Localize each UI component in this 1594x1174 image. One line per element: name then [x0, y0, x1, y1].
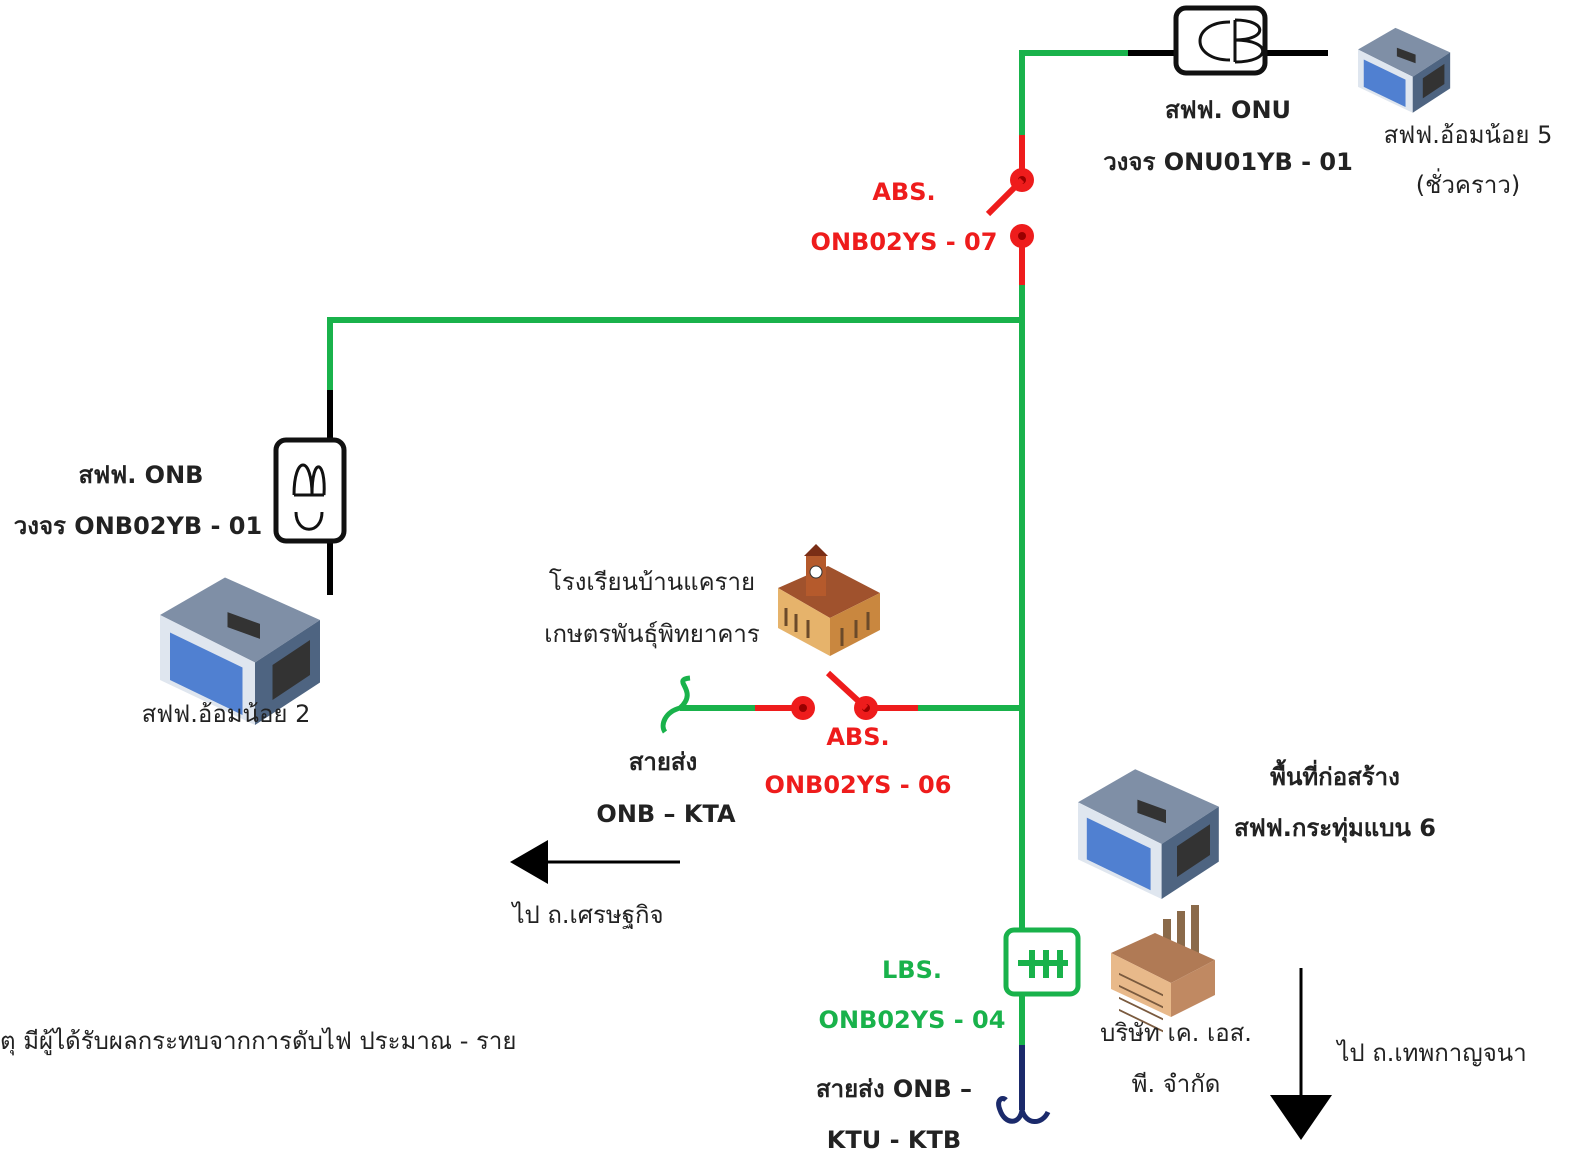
building-icon-construction — [1078, 769, 1219, 899]
onb-branch-line — [327, 317, 1022, 390]
company-name-line1: บริษัท เค. เอส. — [1100, 1019, 1252, 1047]
lbs04-switch-icon[interactable] — [1003, 927, 1081, 997]
black-lines — [327, 50, 1328, 1100]
kta-line-label-2: ONB – KTA — [596, 800, 736, 828]
top-feeder-line — [1019, 50, 1128, 135]
impact-note: ตุ มีผู้ได้รับผลกระทบจากการดับไฟ ประมาณ … — [0, 1027, 517, 1055]
energized-lines — [327, 50, 1128, 1045]
south-direction-label: ไป ถ.เทพกาญจนา — [1337, 1039, 1527, 1067]
abs07-type-label: ABS. — [872, 178, 936, 206]
construction-label-2: สฟฟ.กระทุ่มแบน 6 — [1234, 814, 1436, 842]
school-icon — [778, 544, 880, 656]
construction-label-1: พื้นที่ก่อสร้าง — [1270, 763, 1400, 791]
ktu-cable-end-icon — [996, 1096, 1051, 1124]
south-arrow-icon — [1270, 1095, 1332, 1140]
ktu-line-label-1: สายส่ง ONB – — [815, 1075, 973, 1103]
abs06-switch-icon[interactable] — [755, 670, 918, 720]
onb-substation-name: สฟฟ. ONB — [78, 461, 204, 489]
factory-icon — [1111, 905, 1215, 1033]
abs06-type-label: ABS. — [826, 723, 890, 751]
onb-site-name: สฟฟ.อ้อมน้อย 2 — [141, 700, 311, 728]
west-direction-label: ไป ถ.เศรษฐกิจ — [512, 901, 664, 929]
abs07-id-label: ONB02YS - 07 — [810, 228, 998, 256]
onu-circuit-label: วงจร ONU01YB - 01 — [1103, 148, 1353, 176]
onu-circuit-breaker-icon[interactable] — [1173, 5, 1268, 76]
onu-site-note: (ชั่วคราว) — [1415, 171, 1521, 199]
kta-cable-end — [660, 675, 691, 734]
lbs04-id-label: ONB02YS - 04 — [818, 1006, 1006, 1034]
building-icon-onb — [160, 577, 320, 725]
onu-site-name: สฟฟ.อ้อมน้อย 5 — [1383, 121, 1553, 149]
school-name-line1: โรงเรียนบ้านแคราย — [548, 568, 756, 596]
onb-circuit-label: วงจร ONB02YB - 01 — [13, 512, 263, 540]
kta-line-label-1: สายส่ง — [628, 748, 698, 776]
building-icon-onu — [1358, 27, 1451, 113]
onu-substation-name: สฟฟ. ONU — [1164, 96, 1292, 124]
lbs04-type-label: LBS. — [882, 956, 942, 984]
company-name-line2: พี. จำกัด — [1131, 1070, 1221, 1098]
abs06-id-label: ONB02YS - 06 — [764, 771, 952, 799]
west-arrow-icon — [510, 840, 548, 884]
deenergized-lines — [996, 1045, 1051, 1124]
ktu-line-label-2: KTU - KTB — [826, 1126, 962, 1154]
abs07-switch-icon[interactable] — [985, 135, 1034, 285]
school-name-line2: เกษตรพันธุ์พิทยาคาร — [544, 620, 760, 648]
onb-circuit-breaker-icon[interactable] — [273, 437, 347, 544]
